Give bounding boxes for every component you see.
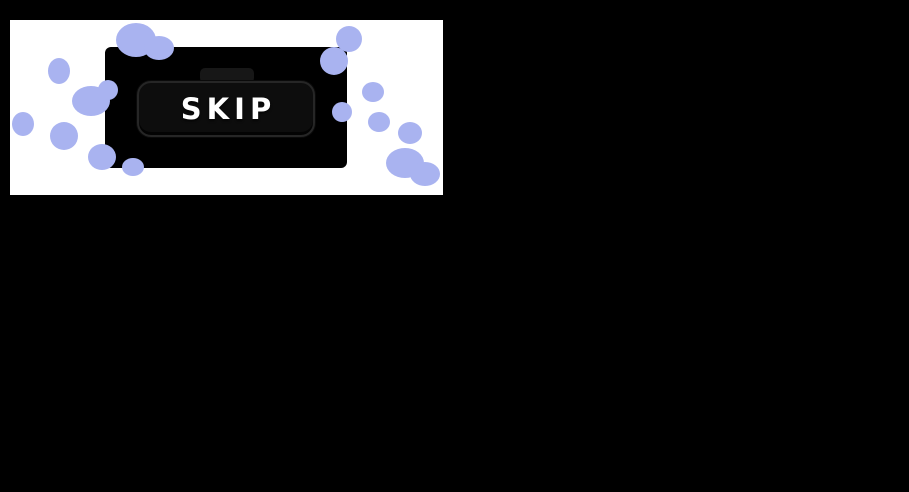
overlay-notch	[200, 68, 254, 83]
paint-blob	[12, 112, 34, 136]
paint-blob	[48, 58, 70, 84]
skip-overlay-panel: SKIP	[105, 47, 347, 168]
paint-blob	[50, 122, 78, 150]
drawing-canvas[interactable]: SKIP	[10, 20, 443, 195]
paint-blob	[362, 82, 384, 102]
skip-button[interactable]: SKIP	[137, 81, 315, 137]
paint-blob	[410, 162, 440, 186]
paint-blob	[386, 148, 424, 178]
paint-blob	[398, 122, 422, 144]
paint-blob	[368, 112, 390, 132]
